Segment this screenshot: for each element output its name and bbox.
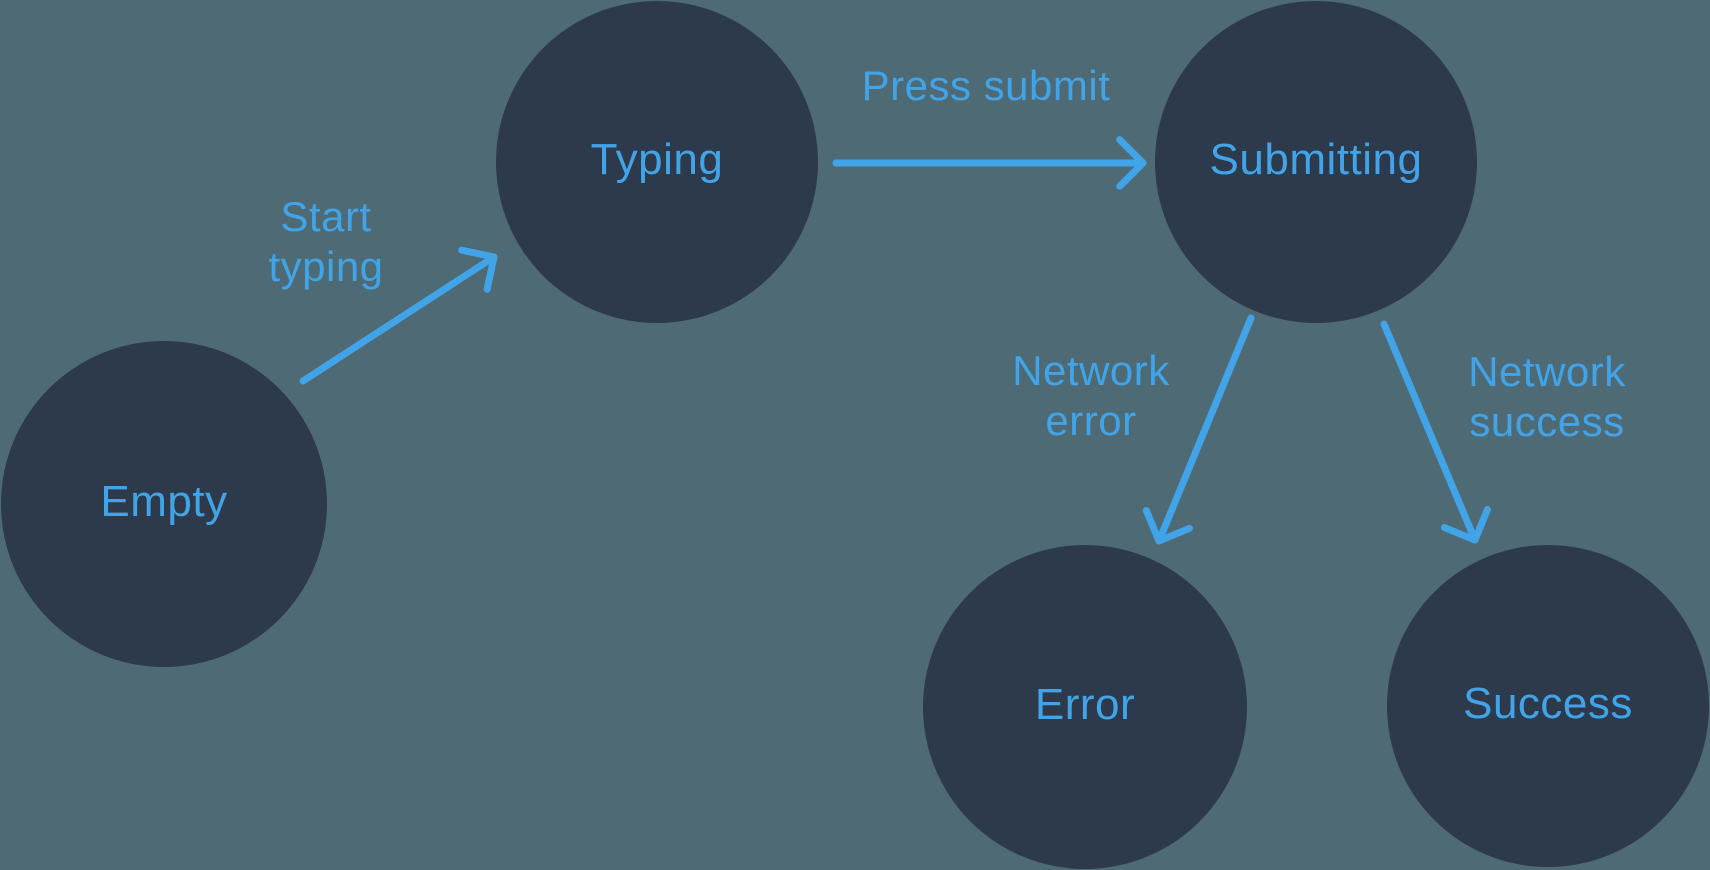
edge-label-press-submit: Press submit (861, 62, 1111, 109)
edge-arrowhead-network-error (1142, 507, 1193, 545)
state-node-label-empty: Empty (100, 477, 228, 526)
edge-label-network-error: Network error (1012, 347, 1170, 444)
state-node-label-typing: Typing (590, 135, 724, 184)
state-node-label-error: Error (1034, 680, 1136, 729)
edge-label-network-success: Network success (1468, 348, 1626, 445)
state-node-empty: Empty (1, 341, 327, 667)
edge-label-start-typing: Start typing (268, 193, 384, 290)
state-node-label-success: Success (1463, 679, 1633, 728)
edge-arrow-network-error (1155, 314, 1255, 545)
edge-arrowhead-press-submit (1116, 136, 1147, 190)
edge-arrow-network-success (1380, 320, 1479, 544)
edge-arrowhead-start-typing (458, 246, 498, 293)
state-node-submitting: Submitting (1155, 1, 1477, 323)
state-node-typing: Typing (496, 1, 818, 323)
state-node-error: Error (923, 545, 1247, 869)
edge-arrow-start-typing (299, 253, 498, 385)
state-node-success: Success (1387, 545, 1709, 867)
state-node-label-submitting: Submitting (1209, 135, 1423, 184)
edge-arrowhead-network-success (1440, 505, 1491, 544)
